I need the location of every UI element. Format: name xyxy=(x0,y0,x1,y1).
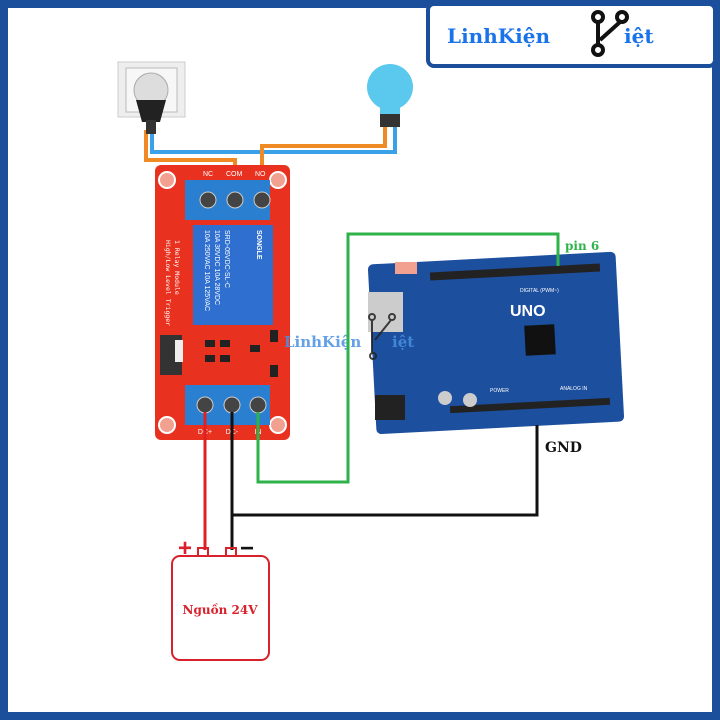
terminal-no-label: NO xyxy=(255,171,266,178)
analog-label: ANALOG IN xyxy=(560,386,588,392)
circuit-v-icon xyxy=(591,10,629,57)
black-wire-ground xyxy=(230,412,539,550)
power-analog-header xyxy=(449,397,611,414)
logo-text-left: LinhKiện xyxy=(447,24,550,48)
watermark-text-left: LinhKiện xyxy=(284,333,361,351)
green-wire-signal xyxy=(256,232,560,484)
power-supply: + − Nguồn 24V xyxy=(171,535,270,661)
dc-wires xyxy=(203,232,560,550)
relay-cube xyxy=(193,225,273,325)
power-supply-label: Nguồn 24V xyxy=(183,602,259,617)
relay-trigger-label: High/Low Level Trigger xyxy=(164,240,172,326)
pin-6-label: pin 6 xyxy=(565,239,599,253)
power-label: POWER xyxy=(490,388,509,394)
plus-sign: + xyxy=(178,535,192,562)
digital-header xyxy=(429,263,601,281)
blue-wire xyxy=(150,125,397,154)
relay-module: NC COM NO 10A 250VAC 10A 125VAC 10A 30VD… xyxy=(155,165,290,440)
relay-brand: SONGLE xyxy=(255,230,262,260)
relay-rating-2: 10A 30VDC 10A 28VDC xyxy=(213,230,220,305)
terminal-com-label: COM xyxy=(226,171,243,178)
logo: LinhKiện iệt xyxy=(426,2,717,68)
microcontroller-chip xyxy=(524,324,556,356)
watermark-text-right: iệt xyxy=(392,333,414,351)
watermark: LinhKiện iệt xyxy=(284,313,414,360)
relay-model: SRD-05VDC-SL-C xyxy=(223,230,230,288)
terminal-nc-label: NC xyxy=(203,171,213,178)
minus-sign: − xyxy=(240,535,254,562)
reset-button xyxy=(395,262,417,274)
gnd-label: GND xyxy=(545,440,582,456)
logo-text-right: iệt xyxy=(624,24,654,48)
digital-header-label: DIGITAL (PWM~) xyxy=(520,288,559,294)
dc-jack xyxy=(375,395,405,420)
uno-label: UNO xyxy=(510,303,546,320)
arduino-uno-board: UNO DIGITAL (PWM~) POWER ANALOG IN xyxy=(367,251,625,435)
wall-socket-icon xyxy=(117,61,186,134)
light-bulb-icon xyxy=(367,64,413,127)
relay-module-label: 1 Relay Module xyxy=(173,240,181,295)
relay-rating-1: 10A 250VAC 10A 125VAC xyxy=(203,230,210,311)
